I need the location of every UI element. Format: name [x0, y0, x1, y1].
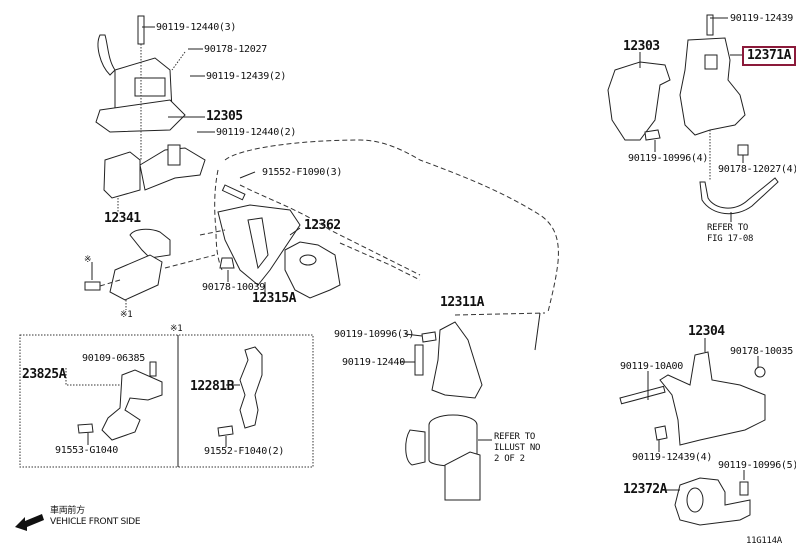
callout-12304[interactable]: 12304	[688, 324, 725, 339]
leader-lines	[87, 17, 759, 491]
bracket-12341[interactable]	[103, 144, 206, 199]
bracket-star1[interactable]	[109, 228, 171, 301]
bracket-12311A[interactable]	[431, 321, 483, 399]
mount-bracket-12303[interactable]	[607, 61, 671, 141]
bolt-icon	[421, 331, 437, 343]
direction-label-jp: 車両前方	[50, 506, 85, 516]
nut-icon	[754, 366, 766, 378]
callout-90178-10039[interactable]: 90178-10039	[202, 282, 265, 293]
callout-90119-12440[interactable]: 90119-12440	[342, 357, 405, 368]
callout-12305[interactable]: 12305	[206, 109, 243, 124]
mount-link-line-1	[339, 242, 421, 281]
guide-line	[199, 229, 226, 236]
bolt-icon	[706, 14, 714, 36]
guide-line	[171, 51, 186, 71]
bracket-12281B[interactable]	[239, 346, 263, 429]
callout-90178-10035[interactable]: 90178-10035	[730, 346, 793, 357]
bolt-icon	[414, 344, 424, 376]
bolt-icon	[739, 481, 749, 496]
bolt-icon	[654, 425, 668, 441]
callout-23825A[interactable]: 23825A	[22, 367, 66, 382]
callout-90119-10A00[interactable]: 90119-10A00	[620, 361, 683, 372]
arrow-left-icon	[15, 514, 44, 531]
engine-outline	[214, 139, 559, 313]
refer-fig-line1[interactable]: REFER TO	[707, 223, 748, 233]
callout-12315A[interactable]: 12315A	[252, 291, 296, 306]
bolt-icon	[217, 425, 234, 437]
nut-icon	[219, 257, 235, 269]
engine-mount-12371A[interactable]	[679, 37, 746, 136]
callout-90178-12027[interactable]: 90178-12027	[204, 44, 267, 55]
callout-12281B[interactable]: 12281B	[190, 379, 234, 394]
callout-12372A[interactable]: 12372A	[623, 482, 667, 497]
bolt-icon	[77, 423, 94, 434]
callout-91552-F1090-3[interactable]: 91552-F1090(3)	[262, 167, 343, 178]
engine-mount-12305[interactable]	[95, 15, 186, 133]
callout-91553-G1040[interactable]: 91553-G1040	[55, 445, 118, 456]
callout-90119-12440-3[interactable]: 90119-12440(3)	[156, 22, 237, 33]
hose	[699, 177, 779, 215]
mount-link-tick	[534, 312, 541, 351]
callout-12311A[interactable]: 12311A	[440, 295, 484, 310]
nut-icon	[737, 144, 749, 156]
callout-12371A-highlighted[interactable]: 12371A	[742, 46, 796, 66]
engine-mount-12372A[interactable]	[674, 477, 751, 526]
callout-90119-10996-5[interactable]: 90119-10996(5)	[718, 460, 796, 471]
callout-90119-12440-2[interactable]: 90119-12440(2)	[216, 127, 297, 138]
bolt-icon	[644, 129, 661, 141]
callout-12362[interactable]: 12362	[304, 218, 341, 233]
engine-mount-lower[interactable]	[405, 414, 481, 501]
note-star: ※	[84, 255, 92, 265]
inset-box	[19, 334, 314, 468]
refer-fig-line2[interactable]: FIG 17-08	[707, 234, 754, 244]
direction-label-en: VEHICLE FRONT SIDE	[50, 517, 141, 527]
callout-90119-10996-4[interactable]: 90119-10996(4)	[628, 153, 709, 164]
bolt-icon	[619, 385, 666, 405]
callout-90178-12027-4[interactable]: 90178-12027(4)	[718, 164, 796, 175]
refer-illust-line2[interactable]: ILLUST NO	[494, 443, 541, 453]
callout-90109-06385[interactable]: 90109-06385	[82, 353, 145, 364]
callout-90119-12439-4[interactable]: 90119-12439(4)	[632, 452, 713, 463]
bolt-icon	[84, 281, 101, 291]
bolt-icon	[149, 361, 157, 377]
figure-id: 11G114A	[746, 536, 782, 546]
guide-line	[65, 368, 120, 386]
callout-90119-10996-3[interactable]: 90119-10996(3)	[334, 329, 415, 340]
callout-12303[interactable]: 12303	[623, 39, 660, 54]
refer-illust-line1[interactable]: REFER TO	[494, 432, 535, 442]
guide-line	[164, 254, 216, 269]
callout-90119-12439-2[interactable]: 90119-12439(2)	[206, 71, 287, 82]
mount-link-line-2	[454, 312, 546, 316]
refer-illust-line3[interactable]: 2 OF 2	[494, 454, 525, 464]
bracket-12304[interactable]	[659, 351, 766, 446]
note-star1: ※1	[120, 310, 133, 320]
inset-title: ※1	[170, 324, 183, 334]
bolt-icon	[221, 184, 246, 201]
callout-91552-F1040-2[interactable]: 91552-F1040(2)	[204, 446, 285, 457]
guide-line	[99, 279, 121, 287]
engine-lower-edge	[239, 184, 421, 276]
bracket-23825A[interactable]	[101, 369, 163, 441]
callout-90119-12439[interactable]: 90119-12439	[730, 13, 793, 24]
cover-12362[interactable]	[284, 241, 341, 299]
bracket-12315A[interactable]	[217, 204, 301, 286]
callout-12341[interactable]: 12341	[104, 211, 141, 226]
